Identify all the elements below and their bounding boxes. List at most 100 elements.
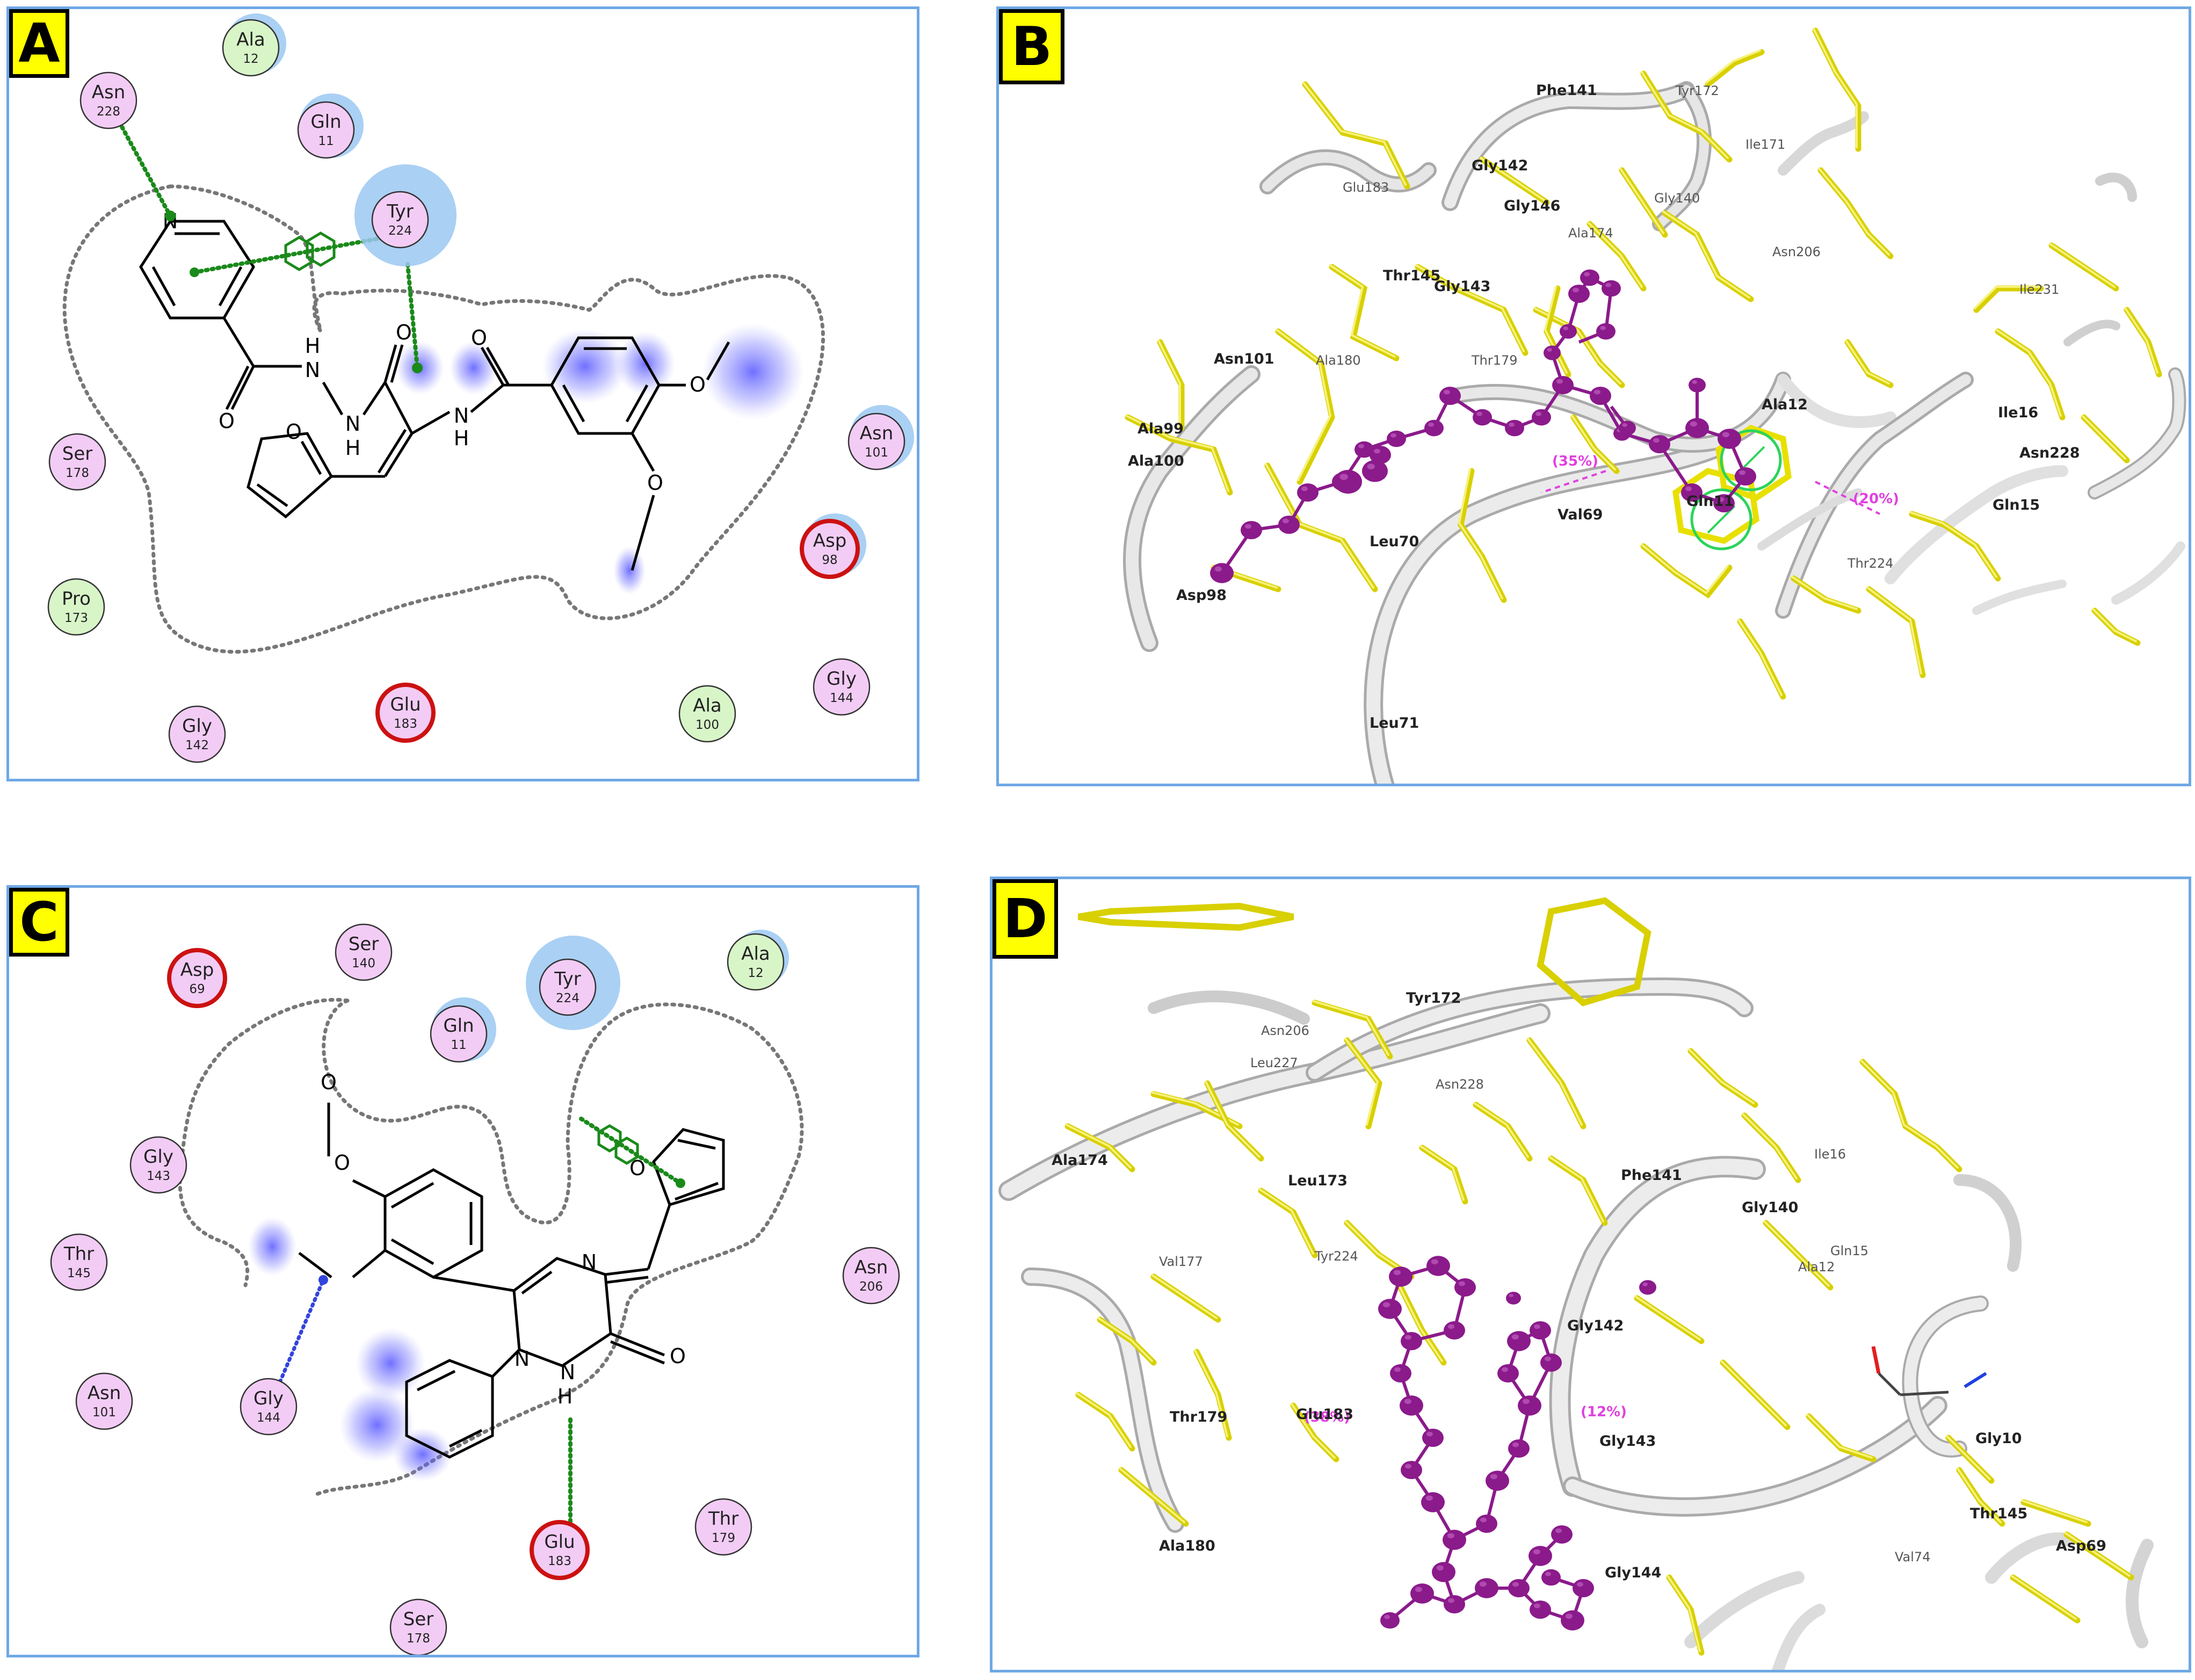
residue-number: 179 <box>712 1531 735 1545</box>
ligand-atom <box>1528 1546 1552 1566</box>
atom-highlight <box>1367 464 1375 469</box>
atom-highlight <box>1444 389 1450 395</box>
ligand-atom <box>1390 1364 1411 1382</box>
residue-label: Asp69 <box>2056 1538 2106 1554</box>
residue-name: Gly <box>182 715 212 737</box>
residue-label: Asn206 <box>1261 1023 1309 1038</box>
side-chain-stick <box>1866 586 1926 678</box>
stick-highlight <box>1641 544 1729 595</box>
atom-highlight <box>1545 1356 1551 1362</box>
residue-name: Ala <box>236 29 265 50</box>
atom-highlight <box>1339 474 1348 480</box>
residue-number: 224 <box>556 991 579 1005</box>
residue-label: Gly142 <box>1472 157 1528 174</box>
pi-stacking-icon <box>597 1124 639 1165</box>
atom-highlight <box>1425 1495 1433 1501</box>
phe141-ring <box>1078 897 1651 1006</box>
atom-highlight <box>1512 1582 1519 1587</box>
atom-highlight <box>1382 1302 1390 1308</box>
atom-highlight <box>1577 1582 1583 1587</box>
residue-label: Ala180 <box>1159 1538 1215 1554</box>
residue-label: Leu70 <box>1370 533 1419 550</box>
residue-asp69: Asp69 <box>167 948 227 1008</box>
ligand-atom <box>1387 430 1406 447</box>
residue-label: Thr145 <box>1970 1505 2027 1522</box>
atom-o-carbonyl-1: O <box>219 409 235 433</box>
atom-n-triazine-1: N <box>582 1250 597 1274</box>
stick-highlight <box>1329 264 1396 358</box>
residue-label: Leu173 <box>1288 1172 1348 1189</box>
atom-h-2: H <box>345 436 361 460</box>
residue-label: Thr179 <box>1170 1409 1227 1425</box>
atom-highlight <box>1533 1549 1540 1555</box>
ligand-atom <box>1561 1610 1584 1631</box>
panel-a: N O N H N H O O N H O O O Asn228Ala12Gln… <box>6 6 919 781</box>
stick-highlight <box>1527 1038 1583 1126</box>
residue-number: 69 <box>189 982 205 996</box>
stick-highlight <box>1720 1360 1787 1426</box>
atom-highlight <box>1358 444 1364 448</box>
residue-disc <box>727 933 785 991</box>
pi-ring-indicator <box>1690 488 1752 551</box>
stick-highlight <box>1946 1435 1991 1480</box>
atom-highlight <box>1404 1399 1411 1404</box>
stick-highlight <box>1119 1467 1185 1523</box>
ligand-atom <box>1210 563 1234 583</box>
atom-highlight <box>1436 1565 1444 1571</box>
residue-name: Ala <box>693 695 722 716</box>
residue-name: Tyr <box>554 968 581 990</box>
atom-highlight <box>1690 421 1697 427</box>
panel-d-label: D <box>993 879 1058 959</box>
residue-name: Ser <box>349 933 379 955</box>
panel-d-3d-view: (38%) (12%) Tyr172Asn206Leu227Asn228Ala1… <box>998 897 2154 1670</box>
residue-label: Glu183 <box>1343 180 1389 195</box>
atom-highlight <box>1502 1367 1508 1372</box>
stick-highlight <box>1302 82 1407 186</box>
residue-label: Gly142 <box>1567 1317 1624 1334</box>
stick-highlight <box>1097 1317 1153 1362</box>
ligand-atom <box>1241 521 1262 539</box>
side-chain-stick <box>1473 1102 1533 1162</box>
ligand-atom <box>1602 280 1621 297</box>
protein-sticks <box>1125 27 2162 700</box>
ligand-d <box>1378 1256 1656 1631</box>
residue-disc <box>129 1136 187 1194</box>
residue-label: Gly143 <box>1434 278 1490 295</box>
ligand-atom <box>1454 1278 1476 1297</box>
residue-name: Gln <box>443 1015 474 1037</box>
stick-highlight <box>1533 307 1621 385</box>
residue-disc <box>375 683 436 743</box>
hbond-gly144 <box>276 1278 325 1389</box>
stick-highlight <box>1205 1081 1261 1158</box>
atom-h-1: H <box>305 334 321 358</box>
atom-highlight <box>1534 1603 1540 1609</box>
interaction-dash <box>1541 470 1606 494</box>
atom-highlight <box>1479 1581 1487 1587</box>
ligand-atom <box>1497 1364 1519 1382</box>
tyr224-ring <box>1672 424 1792 544</box>
stick-highlight <box>1276 329 1332 481</box>
ligand-atom <box>1508 1439 1530 1458</box>
stick-highlight <box>1151 1274 1218 1319</box>
stick-highlight <box>2124 307 2158 374</box>
residue-name: Ser <box>403 1609 434 1630</box>
atom-highlight <box>1653 438 1660 443</box>
residue-label: Ile16 <box>1814 1147 1846 1162</box>
residue-number: 12 <box>243 52 258 66</box>
residue-number: 101 <box>92 1406 116 1420</box>
ligand-atom <box>1401 1332 1422 1350</box>
panel-a-label: A <box>9 9 69 78</box>
residue-name: Asn <box>92 82 126 103</box>
residue-label: Thr224 <box>1847 556 1894 571</box>
residue-number: 101 <box>865 446 888 460</box>
pi-pi-tyr224 <box>579 1117 683 1185</box>
stick-highlight <box>1791 576 1858 610</box>
residue-glu183: Glu183 <box>375 683 436 743</box>
ligand-atom <box>1422 1429 1444 1447</box>
residue-disc <box>800 519 860 579</box>
ligand-bond <box>1658 443 1693 494</box>
residue-name: Glu <box>390 694 421 715</box>
percent-label: (12%) <box>1581 1404 1627 1420</box>
